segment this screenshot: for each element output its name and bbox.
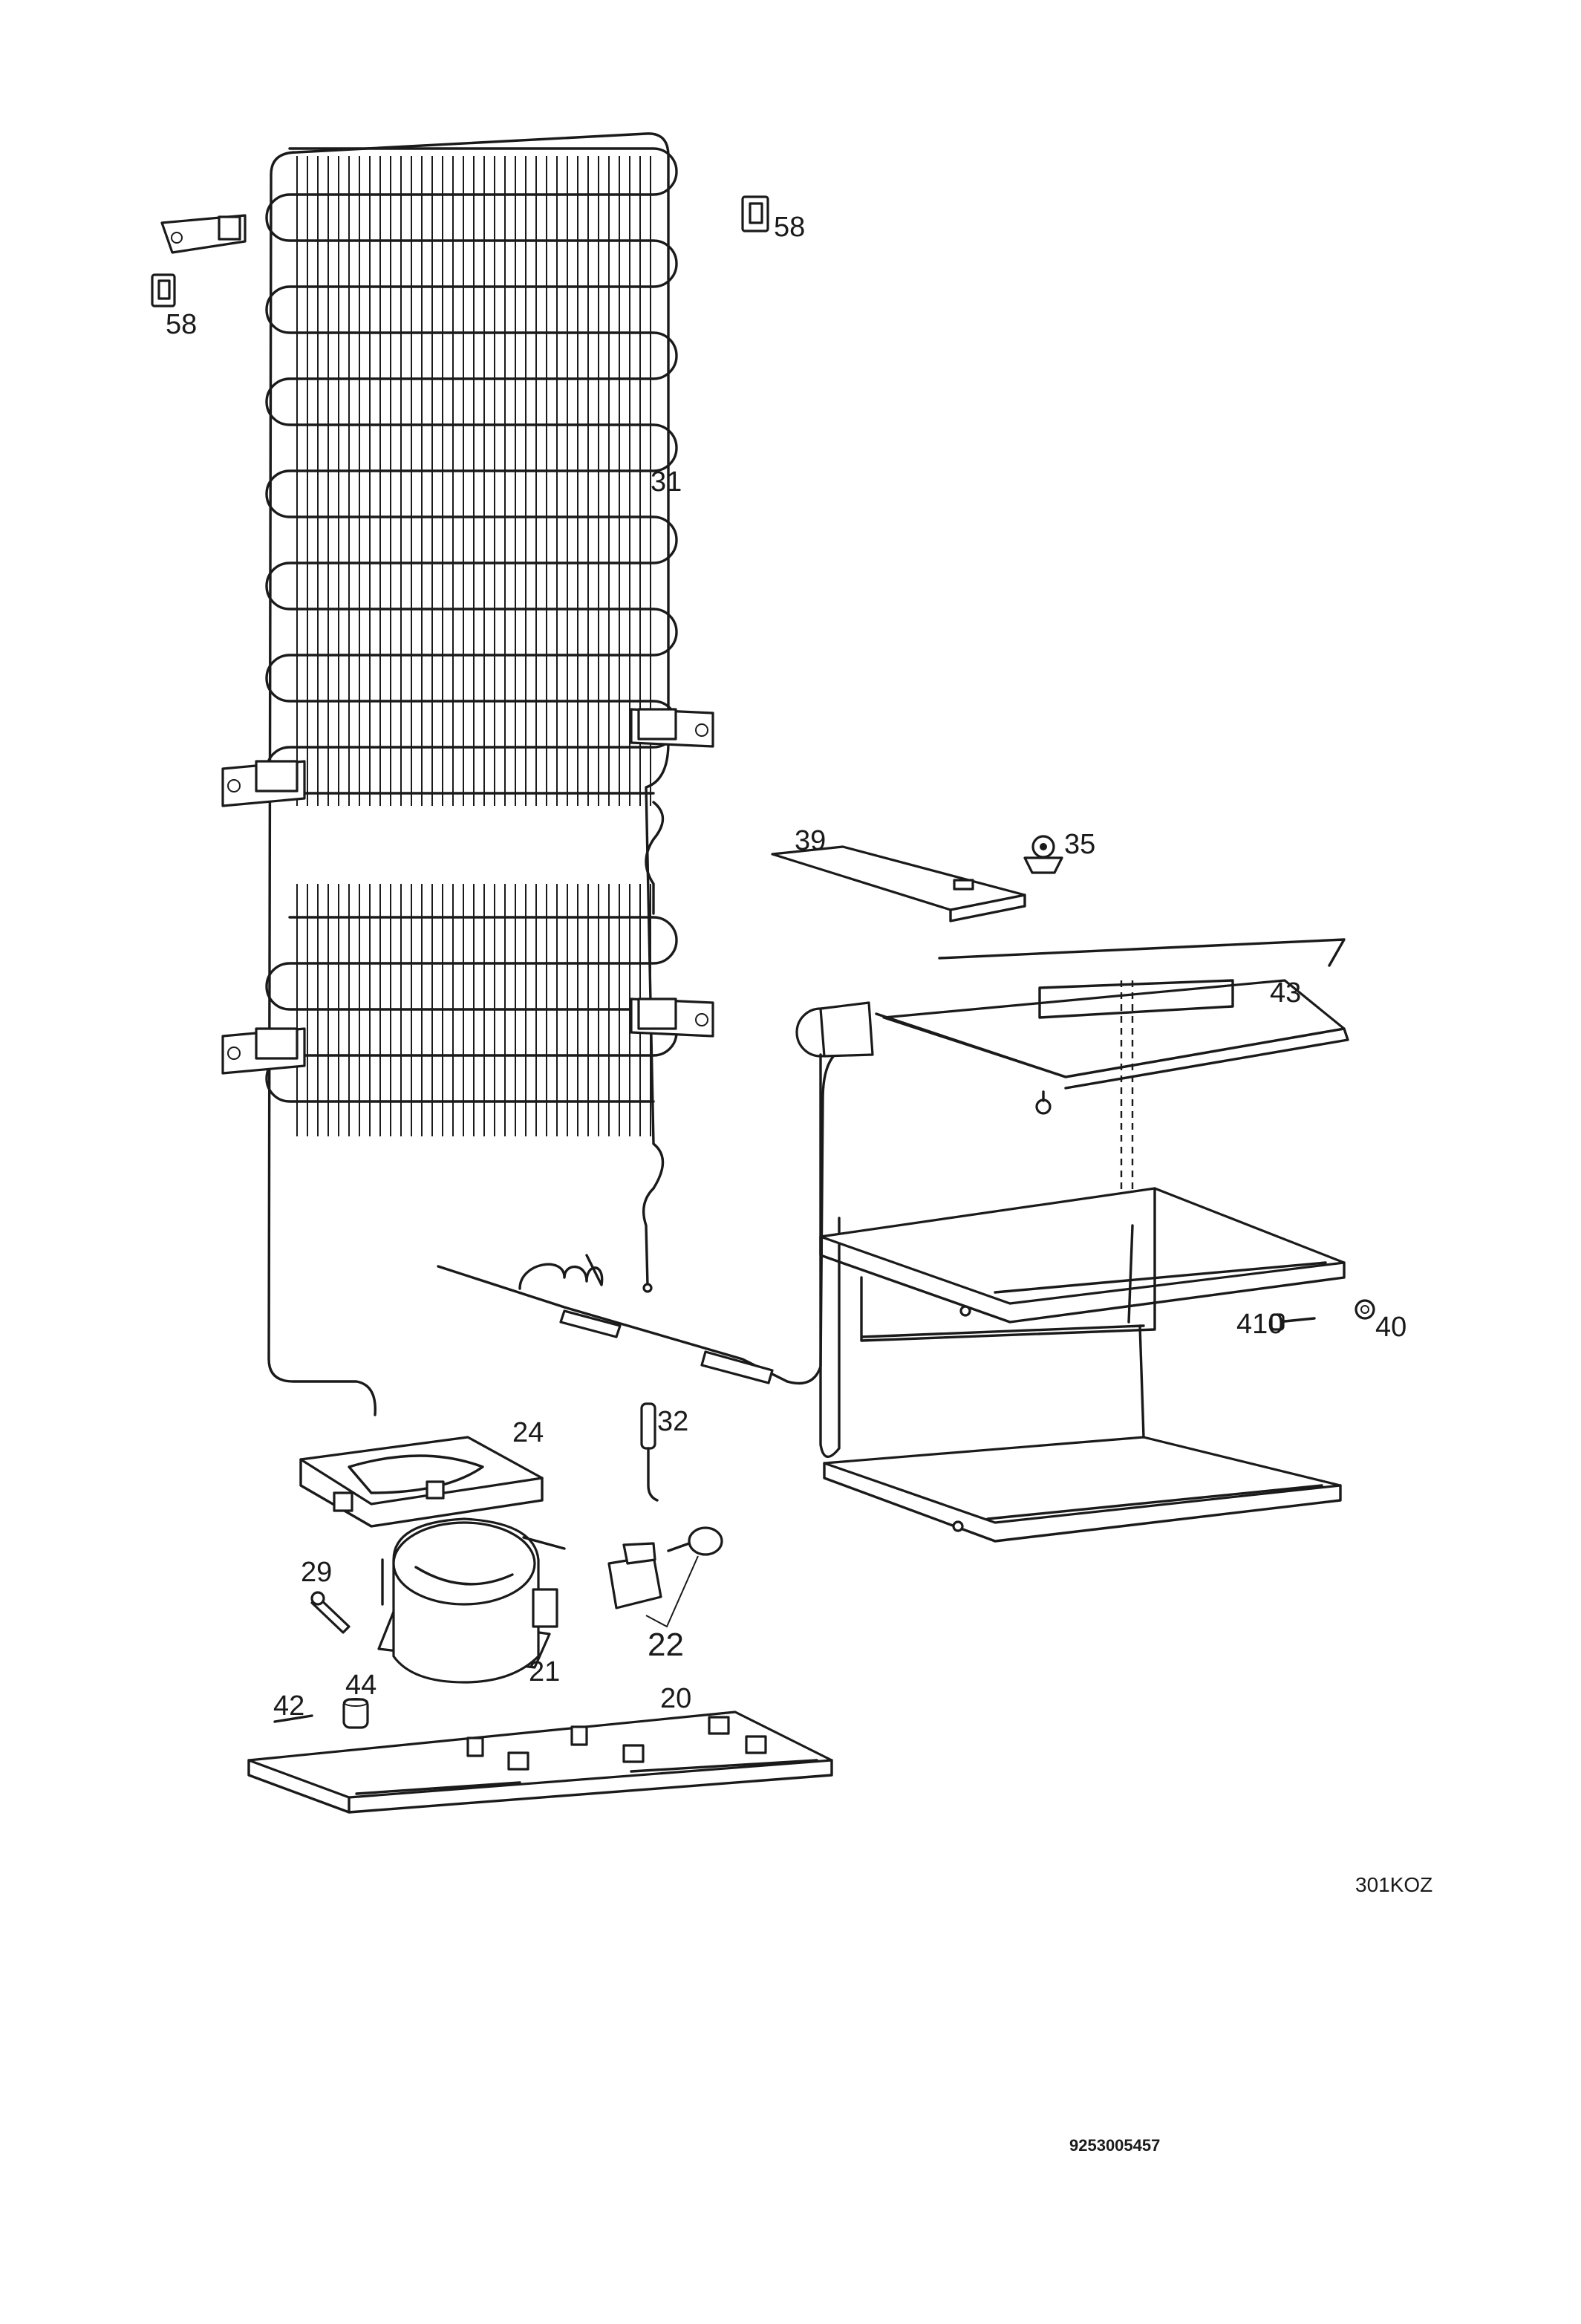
part-label-35: 35 [1064, 829, 1096, 860]
condenser-bracket-mid-right [630, 708, 714, 748]
part-label-410: 410 [1236, 1309, 1284, 1340]
part-label-21: 21 [529, 1656, 561, 1687]
capillary-coil [518, 1254, 604, 1290]
knob-part-35 [1023, 835, 1063, 874]
compressor-frame-part-24 [299, 1436, 544, 1528]
cabinet-side-wall [819, 1053, 841, 1458]
condenser-bracket-low-left [221, 1027, 306, 1075]
drawing-code: 301KOZ [1355, 1873, 1433, 1896]
nut-part-40 [1355, 1299, 1375, 1320]
shelf-middle [819, 1187, 1346, 1324]
condenser-part-31 [265, 147, 678, 1136]
cover-plate-part-39 [771, 845, 1026, 922]
compressor-part-21 [377, 1517, 566, 1684]
part-label-42: 42 [273, 1690, 305, 1722]
condenser-outlet-pipe [642, 1187, 655, 1286]
part-label-20: 20 [660, 1683, 692, 1714]
pipe-end [642, 1283, 653, 1293]
sleeve-part-44 [342, 1698, 369, 1729]
starter-relay-part-22 [607, 1526, 723, 1628]
condenser-bracket-top-left [160, 214, 247, 254]
part-label-31: 31 [651, 466, 682, 498]
condenser-bracket-mid-left [221, 760, 306, 807]
pin-part-42 [273, 1714, 313, 1723]
cabinet-partition [860, 1187, 1156, 1342]
part-label-43: 43 [1270, 977, 1302, 1009]
suction-line [786, 1046, 848, 1385]
part-label-24: 24 [512, 1417, 544, 1448]
clip-part-58-left [151, 273, 176, 307]
document-number: 9253005457 [1069, 2136, 1161, 2155]
condenser-bracket-low-right [630, 997, 714, 1038]
part-label-58-left: 58 [166, 309, 198, 340]
part-label-58-right: 58 [774, 212, 806, 243]
part-label-39: 39 [795, 825, 827, 856]
part-label-32: 32 [657, 1406, 689, 1437]
sensor-part-32 [640, 1402, 659, 1502]
part-label-29: 29 [301, 1557, 333, 1588]
filter-drier [559, 1309, 622, 1338]
screw [1035, 1090, 1052, 1115]
fastener-part-410 [1270, 1313, 1316, 1331]
part-label-44: 44 [345, 1670, 377, 1701]
clip-part-58-right [741, 195, 769, 232]
part-label-22: 22 [648, 1627, 684, 1663]
shelf-bottom [823, 1324, 1342, 1543]
liner-part-43 [795, 938, 1349, 1263]
part-label-40: 40 [1375, 1312, 1407, 1343]
base-plate-part-20 [247, 1711, 833, 1814]
filter-drier-second [700, 1350, 774, 1384]
grommet-part-29 [310, 1591, 351, 1634]
